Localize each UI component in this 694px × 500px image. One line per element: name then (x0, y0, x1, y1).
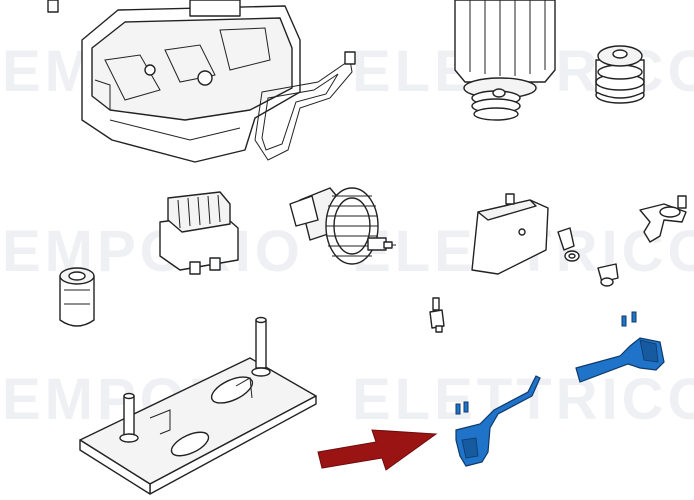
pin-clip[interactable] (429, 297, 445, 333)
pointer-arrow (317, 429, 438, 471)
transformer[interactable] (159, 191, 239, 275)
limit-switch-bracket-right[interactable] (575, 311, 665, 383)
small-bolt[interactable] (557, 227, 580, 262)
fixing-plate[interactable] (79, 316, 317, 495)
limit-switch-bracket-left[interactable] (455, 375, 541, 467)
release-lever[interactable] (639, 195, 687, 243)
small-pin[interactable] (597, 263, 619, 287)
gasket[interactable] (254, 51, 356, 161)
gearmotor-housing[interactable] (47, 0, 301, 163)
limit-switch-cover[interactable] (471, 193, 549, 275)
pulley[interactable] (595, 45, 645, 104)
watermark-left-middle: EMPORIO (2, 219, 304, 284)
coupling-sleeve[interactable] (59, 267, 95, 327)
electric-motor[interactable] (454, 0, 556, 121)
drive-gear[interactable] (289, 187, 396, 265)
